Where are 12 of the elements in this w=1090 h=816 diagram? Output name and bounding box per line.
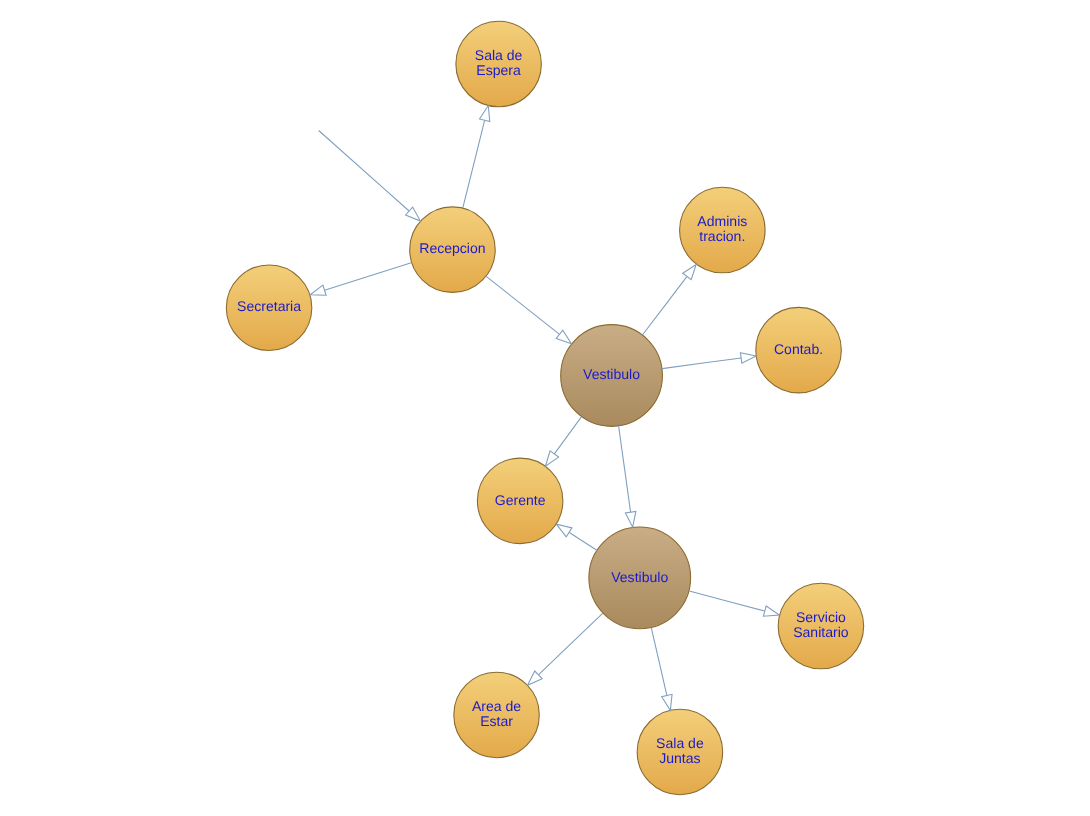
arrow: [618, 425, 637, 529]
arrow: [650, 627, 673, 712]
arrow: [555, 523, 598, 551]
arrow: [641, 263, 698, 336]
arrow: [318, 129, 422, 223]
arrow: [462, 103, 491, 209]
arrow: [544, 416, 582, 468]
arrow: [661, 352, 758, 370]
arrow: [526, 612, 604, 687]
arrow: [485, 275, 573, 345]
arrow: [308, 262, 412, 296]
arrow: [688, 590, 781, 617]
